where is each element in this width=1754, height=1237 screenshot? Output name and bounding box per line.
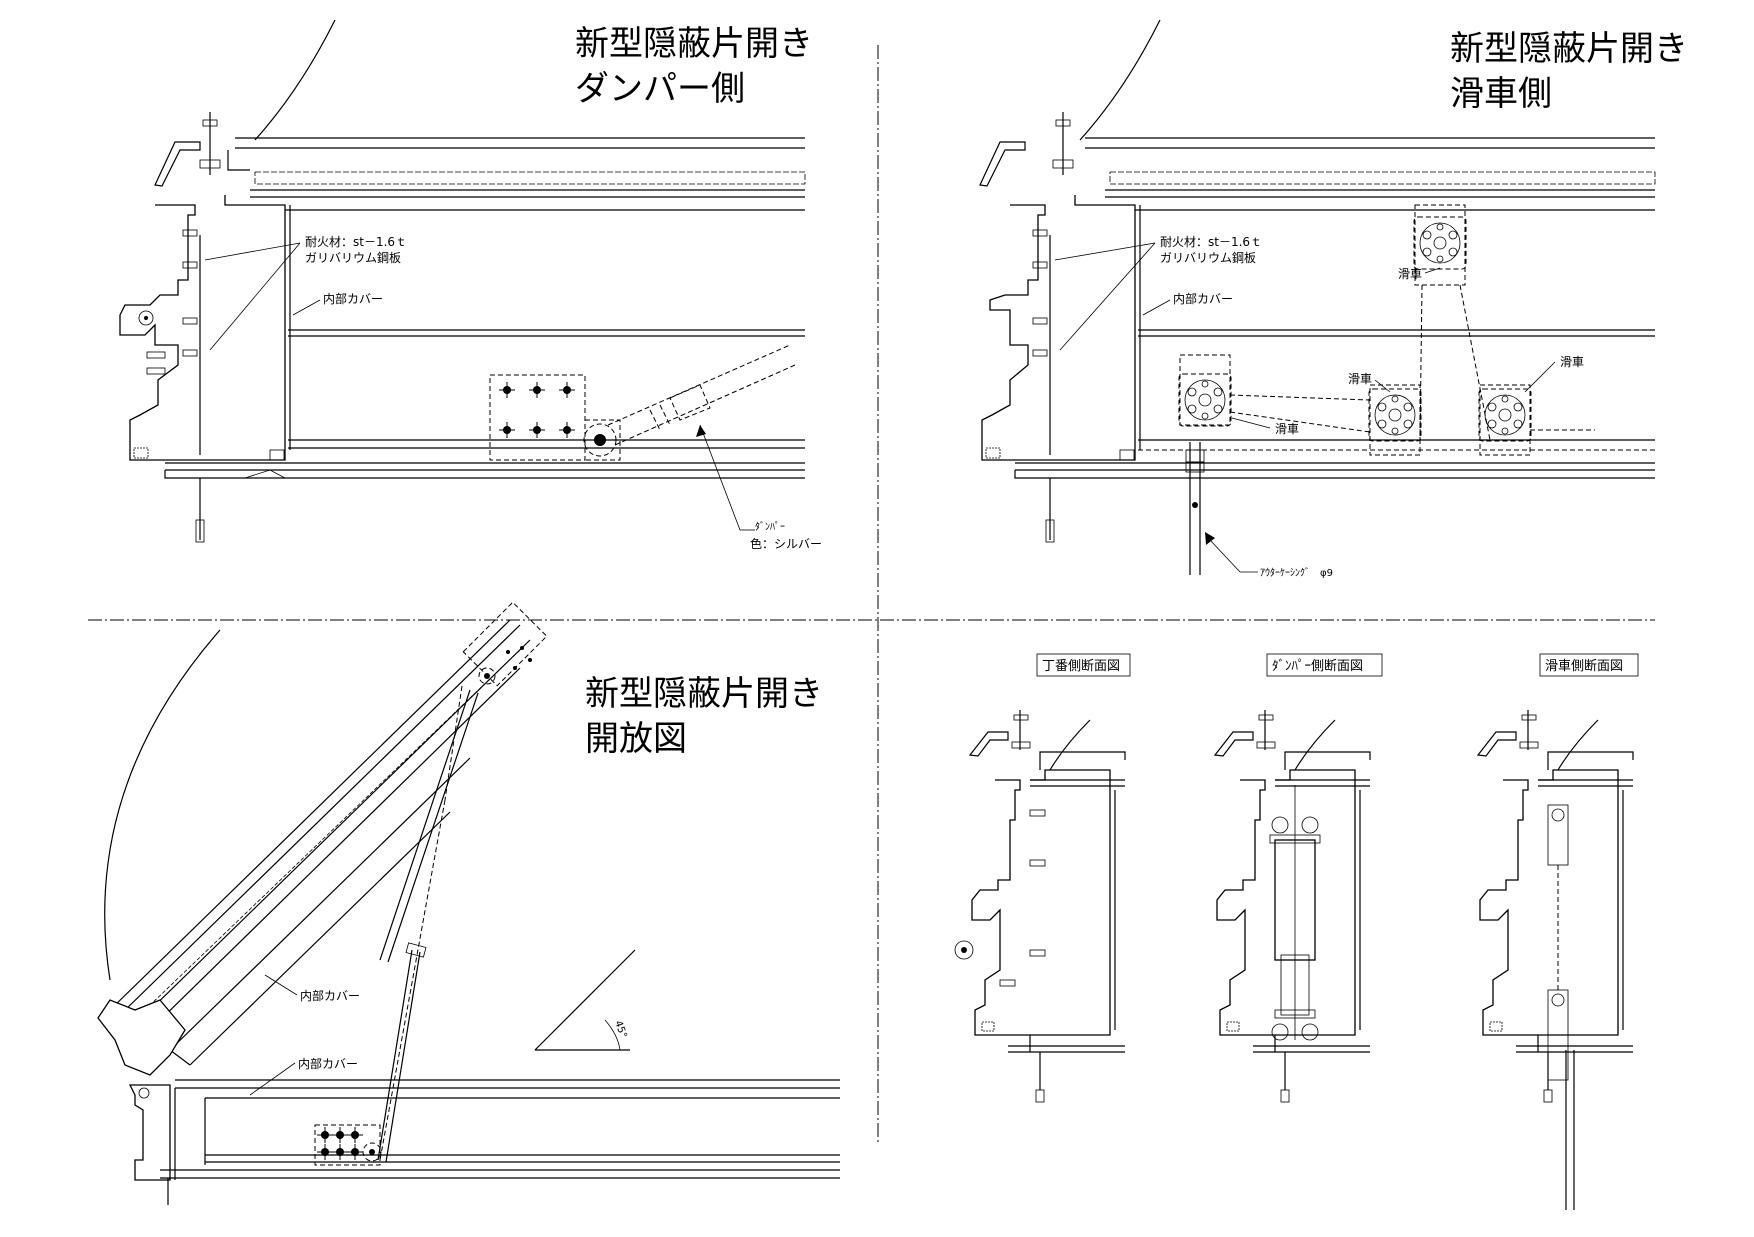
- swing-arc: [104, 629, 221, 981]
- section-hinge: [954, 709, 1126, 1103]
- caption-box-damper: [1266, 653, 1383, 677]
- label-color: 色：シルバー: [750, 537, 822, 551]
- label-inner-cover-4: 内部カバー: [298, 1056, 358, 1071]
- pulley-1: [1178, 373, 1232, 427]
- label-inner-cover: 内部カバー: [323, 291, 383, 306]
- panel-damper-side: 新型隠蔽片開き ダンパー側: [119, 19, 822, 551]
- label-outer-casing: ｱｳﾀｰｹｰｼﾝｸﾞ φ9: [1260, 567, 1333, 579]
- caption-box-hinge: [1036, 653, 1131, 677]
- title-open-line2: 開放図: [585, 719, 687, 759]
- caption-hinge: 丁番側断面図: [1042, 659, 1120, 674]
- panel-open-view: 新型隠蔽片開き 開放図: [97, 601, 840, 1205]
- caption-damper: ﾀﾞﾝﾊﾟｰ側断面図: [1272, 659, 1363, 674]
- pulley-2: [1413, 216, 1467, 270]
- pulley-3: [1368, 388, 1422, 442]
- title-damper-line1: 新型隠蔽片開き: [575, 24, 813, 64]
- title-pulley-line1: 新型隠蔽片開き: [1450, 29, 1688, 69]
- pulley-4: [1478, 388, 1532, 442]
- hatch-arc: [254, 19, 336, 141]
- section-pulley: [1477, 709, 1634, 1210]
- label-damper: ﾀﾞﾝﾊﾟｰ: [755, 521, 785, 533]
- caption-pulley: 滑車側断面図: [1545, 659, 1623, 674]
- label-fire-material: 耐火材：st－1.6ｔ: [305, 235, 407, 249]
- panel-section-views: 丁番側断面図 ﾀﾞﾝﾊﾟｰ側断面図 滑車側断面図: [954, 653, 1639, 1210]
- label-pulley-a: 滑車: [1398, 267, 1422, 281]
- section-damper: [1214, 709, 1371, 1103]
- title-open-line1: 新型隠蔽片開き: [585, 674, 823, 714]
- panel-pulley-side: 新型隠蔽片開き 滑車側: [979, 19, 1688, 579]
- caption-box-pulley: [1539, 653, 1639, 677]
- title-pulley-line2: 滑車側: [1450, 74, 1552, 114]
- damper-bracket: [489, 374, 586, 461]
- angle-label: 45°: [612, 1019, 628, 1039]
- insulation-strip: [254, 171, 806, 185]
- label-fire-material-2: 耐火材：st－1.6ｔ: [1160, 235, 1262, 249]
- label-pulley-d: 滑車: [1275, 422, 1299, 436]
- label-galvalume-2: ガリバリウム鋼板: [1160, 251, 1256, 265]
- label-galvalume: ガリバリウム鋼板: [305, 251, 401, 265]
- label-pulley-c: 滑車: [1560, 355, 1584, 369]
- title-damper-line2: ダンパー側: [575, 69, 745, 109]
- label-inner-cover-2: 内部カバー: [1173, 291, 1233, 306]
- label-pulley-b: 滑車: [1348, 372, 1372, 386]
- label-inner-cover-3: 内部カバー: [300, 988, 360, 1003]
